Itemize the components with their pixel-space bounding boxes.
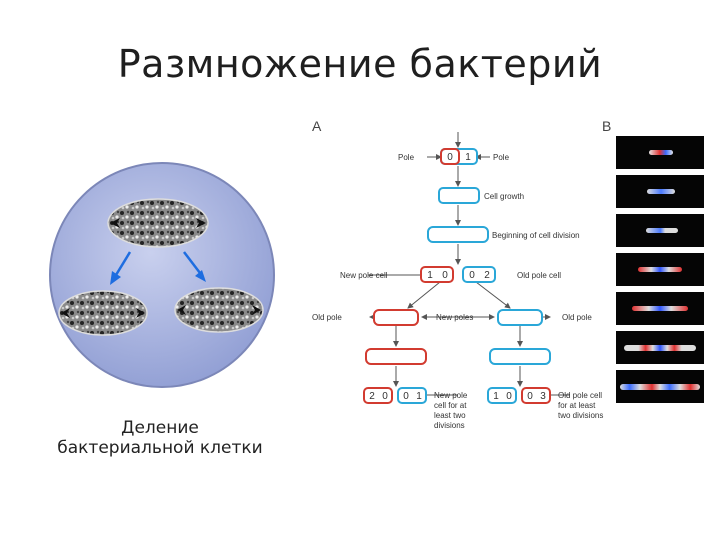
panel-a-label: A	[312, 118, 322, 134]
cell-row5-c	[487, 387, 517, 404]
background-circle	[49, 162, 275, 388]
micro-frame-1	[616, 136, 704, 169]
micro-frame-4	[616, 253, 704, 286]
note-old-pole-3: two divisions	[558, 411, 603, 420]
num-bl-3: 1	[416, 391, 422, 402]
cell-row4-left	[365, 348, 427, 365]
num-br-0: 1	[493, 391, 499, 402]
daughter-bacterium-left	[58, 290, 148, 336]
num-br-1: 0	[506, 391, 512, 402]
micro-frame-7	[616, 370, 704, 403]
microscopy-panel	[616, 136, 706, 409]
label-old-pole-cell: Old pole cell	[517, 271, 561, 280]
num-br-2: 0	[527, 391, 533, 402]
note-old-pole-2: for at least	[558, 401, 596, 410]
cell-old-pole	[462, 266, 496, 283]
micro-frame-6	[616, 331, 704, 364]
num-top-1: 1	[465, 152, 471, 163]
note-new-pole-2: cell for at	[434, 401, 467, 410]
label-beginning-division: Beginning of cell division	[492, 231, 580, 240]
cell-row3-right	[497, 309, 543, 326]
caption-line-1: Деление	[121, 418, 199, 438]
caption-line-2: бактериальной клетки	[57, 438, 263, 458]
label-cell-growth: Cell growth	[484, 192, 524, 201]
label-new-poles: New poles	[436, 313, 473, 322]
num-bl-2: 0	[403, 391, 409, 402]
note-new-pole-4: divisions	[434, 421, 465, 430]
num-br-3: 3	[540, 391, 546, 402]
cell-new-pole	[420, 266, 454, 283]
cell-row5-d	[521, 387, 551, 404]
num-mid-3: 2	[484, 270, 490, 281]
label-old-pole-left: Old pole	[312, 313, 342, 322]
cell-row5-a	[363, 387, 393, 404]
cell-growth	[438, 187, 480, 204]
parent-bacterium	[107, 198, 209, 248]
num-mid-1: 0	[442, 270, 448, 281]
num-bl-0: 2	[369, 391, 375, 402]
cell-row5-b	[397, 387, 427, 404]
bacteria-division-illustration	[49, 162, 275, 388]
note-old-pole-1: Old pole cell	[558, 391, 602, 400]
num-bl-1: 0	[382, 391, 388, 402]
num-mid-2: 0	[469, 270, 475, 281]
note-new-pole-3: least two	[434, 411, 466, 420]
cell-row4-right	[489, 348, 551, 365]
label-new-pole-cell: New pole cell	[340, 271, 388, 280]
slide-title: Размножение бактерий	[117, 42, 603, 86]
cell-row3-left	[373, 309, 419, 326]
num-mid-0: 1	[427, 270, 433, 281]
daughter-bacterium-right	[174, 287, 264, 333]
division-arrows	[110, 251, 206, 285]
note-new-pole-1: New pole	[434, 391, 468, 400]
label-pole-right: Pole	[493, 153, 510, 162]
panel-b-label: B	[602, 118, 612, 134]
label-old-pole-right: Old pole	[562, 313, 592, 322]
label-pole-left: Pole	[398, 153, 415, 162]
caption: Деление бактериальной клетки	[40, 418, 280, 458]
micro-frame-3	[616, 214, 704, 247]
num-top-0: 0	[447, 152, 453, 163]
division-scheme: 0 1 1 0 0 2 2 0 0 1 1 0 0 3 Pole Pole Ce…	[312, 132, 603, 430]
micro-frame-2	[616, 175, 704, 208]
micro-frame-5	[616, 292, 704, 325]
cell-division-start	[427, 226, 489, 243]
